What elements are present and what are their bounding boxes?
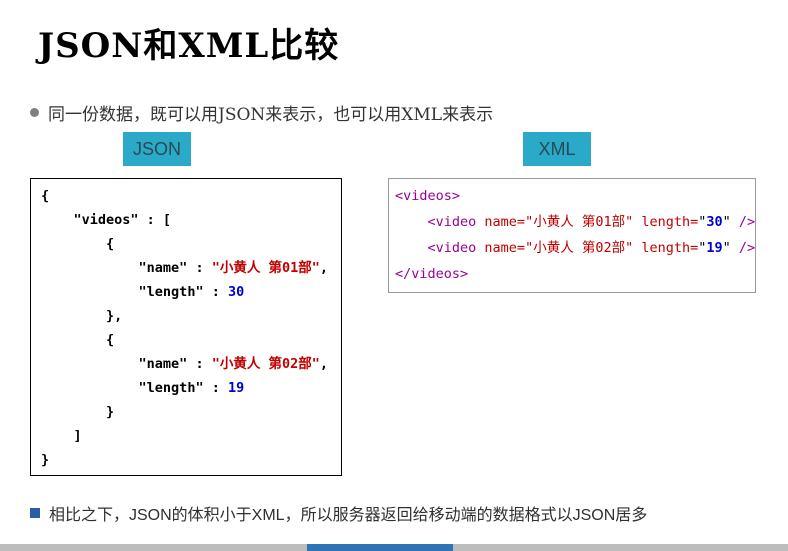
xml-header-label: XML [523,132,591,166]
code-line: </videos> [395,266,469,282]
code-line: "length" : 19 [138,380,245,396]
code-line: "name" : "小黄人 第02部", [138,356,328,372]
code-line: { [41,332,115,348]
code-line: "videos" : [ [73,212,172,228]
horizontal-scrollbar[interactable] [0,544,788,551]
code-line: } [41,404,115,420]
json-header-label: JSON [123,132,191,166]
code-line: }, [41,308,123,324]
code-line: "length" : 30 [138,284,245,300]
page-title: JSON和XML比较 [38,26,340,66]
bullet-1-text: 同一份数据，既可以用JSON来表示，也可以用XML来表示 [48,105,494,125]
code-line: <video name="小黄人 第02部" length="19" /> [427,240,756,256]
bullet-dot-icon [30,108,39,117]
code-line: <videos> [395,188,461,204]
bullet-square-icon [30,508,40,518]
code-line: } [41,452,50,468]
json-code-box: { "videos" : [ { "name" : "小黄人 第01部", "l… [30,178,342,476]
code-line: { [41,236,115,252]
code-line: ] [41,428,82,444]
xml-code-box: <videos> <video name="小黄人 第01部" length="… [388,178,756,293]
code-line: <video name="小黄人 第01部" length="30" /> [427,214,756,230]
bullet-line-1: 同一份数据，既可以用JSON来表示，也可以用XML来表示 [30,100,493,125]
code-line: { [41,188,50,204]
bullet-line-2: 相比之下，JSON的体积小于XML，所以服务器返回给移动端的数据格式以JSON居… [30,501,647,525]
bullet-2-text: 相比之下，JSON的体积小于XML，所以服务器返回给移动端的数据格式以JSON居… [49,507,648,524]
scrollbar-thumb[interactable] [307,544,454,551]
code-line: "name" : "小黄人 第01部", [138,260,328,276]
